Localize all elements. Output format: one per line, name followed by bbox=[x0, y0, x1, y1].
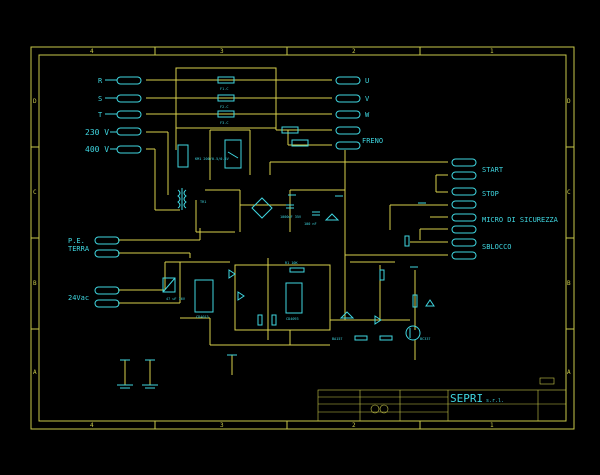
terra-label: TERRA bbox=[68, 245, 90, 253]
components: F1-C F2-C F3-C KM1 200/0.5/0.5V TR1 1000… bbox=[117, 76, 435, 389]
voltage-label-400: 400 V bbox=[85, 145, 109, 154]
row-label-left: D bbox=[33, 98, 37, 105]
freno-label: FRENO bbox=[362, 137, 383, 145]
motor-label-u: U bbox=[365, 77, 369, 85]
supply-24vac-label: 24Vac bbox=[68, 294, 89, 302]
column-label-bottom: 4 bbox=[90, 422, 94, 429]
column-label-bottom: 2 bbox=[352, 422, 356, 429]
phase-label-s: S bbox=[98, 95, 102, 103]
svg-text:BA157: BA157 bbox=[332, 337, 343, 341]
title-block bbox=[317, 377, 567, 422]
company-name: SEPRI bbox=[450, 392, 483, 405]
row-label-right: C bbox=[567, 189, 571, 196]
pe-label: P.E. bbox=[68, 237, 85, 245]
svg-text:100 nF: 100 nF bbox=[304, 222, 317, 226]
column-label-bottom: 3 bbox=[220, 422, 224, 429]
right-connectors bbox=[335, 76, 477, 260]
motor-label-v: V bbox=[365, 95, 370, 103]
sblocco-label: SBLOCCO bbox=[482, 243, 512, 251]
row-label-right: A bbox=[567, 369, 571, 376]
svg-text:BC337: BC337 bbox=[420, 337, 431, 341]
motor-label-w: W bbox=[365, 111, 370, 119]
svg-text:CD4013: CD4013 bbox=[196, 315, 209, 319]
company-suffix: s.r.l. bbox=[486, 398, 504, 404]
svg-text:CD4093: CD4093 bbox=[286, 317, 299, 321]
phase-label-r: R bbox=[98, 77, 103, 85]
micro-di-sicurezza-label: MICRO DI SICUREZZA bbox=[482, 216, 559, 224]
power-wiring bbox=[118, 67, 448, 385]
left-connectors bbox=[94, 76, 142, 308]
svg-text:R1 10K: R1 10K bbox=[285, 261, 299, 265]
svg-text:47 uF 16V: 47 uF 16V bbox=[166, 297, 186, 301]
column-label-top: 1 bbox=[490, 48, 494, 55]
start-label: START bbox=[482, 166, 504, 174]
svg-text:1000uF 35V: 1000uF 35V bbox=[280, 215, 302, 219]
svg-text:F3-C: F3-C bbox=[220, 121, 228, 125]
svg-text:KM1 200/0.5/0.5V: KM1 200/0.5/0.5V bbox=[195, 157, 230, 161]
column-label-bottom: 1 bbox=[490, 422, 494, 429]
svg-text:F1-C: F1-C bbox=[220, 87, 228, 91]
voltage-label-230: 230 V bbox=[85, 128, 109, 137]
svg-text:F2-C: F2-C bbox=[220, 105, 228, 109]
row-label-left: B bbox=[33, 280, 37, 287]
column-label-top: 4 bbox=[90, 48, 94, 55]
column-label-top: 3 bbox=[220, 48, 224, 55]
row-label-left: A bbox=[33, 369, 37, 376]
drawing-frame bbox=[30, 46, 575, 430]
row-label-right: D bbox=[567, 98, 571, 105]
phase-label-t: T bbox=[98, 111, 103, 119]
svg-text:TR1: TR1 bbox=[200, 200, 206, 204]
row-label-left: C bbox=[33, 189, 37, 196]
stop-label: STOP bbox=[482, 190, 499, 198]
row-label-right: B bbox=[567, 280, 571, 287]
column-label-top: 2 bbox=[352, 48, 356, 55]
